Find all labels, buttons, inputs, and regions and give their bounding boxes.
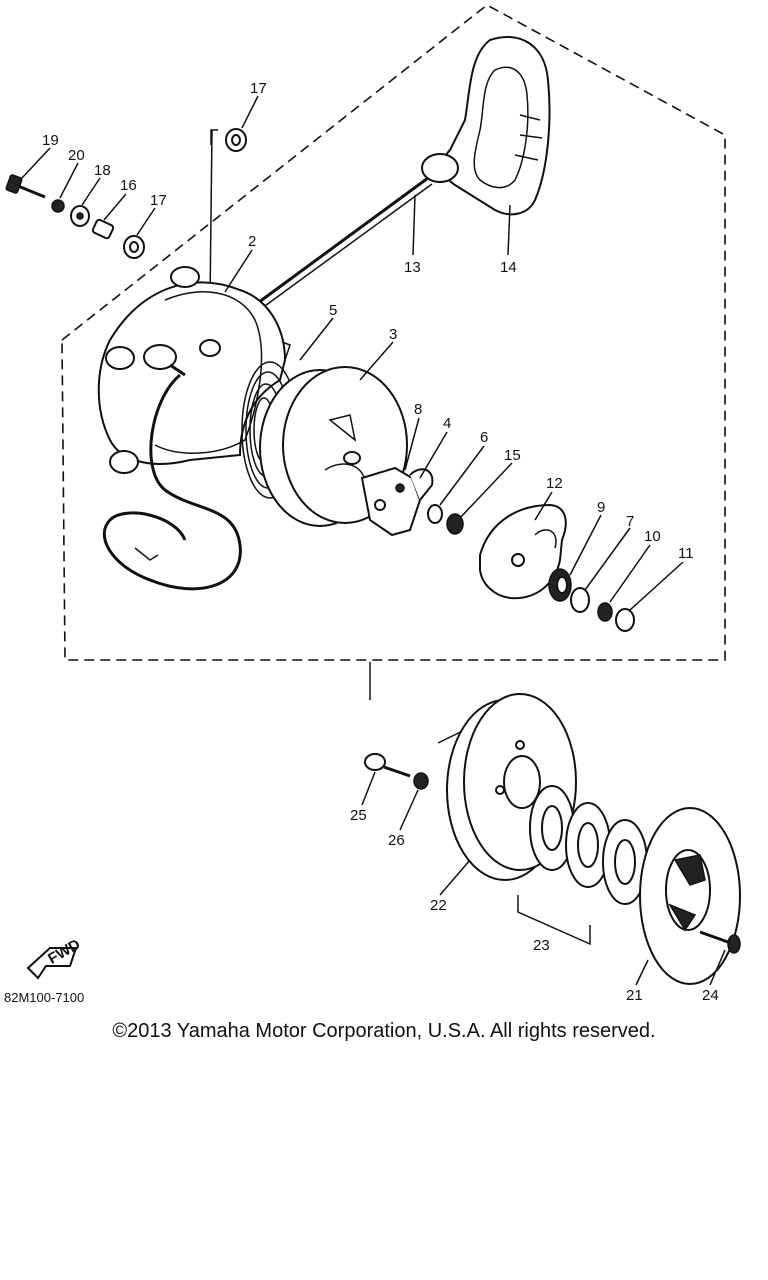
washer-20: [51, 199, 65, 213]
fwd-arrow-icon: FWD: [26, 936, 83, 980]
callout-12: 12: [546, 475, 563, 492]
callout-17b: 17: [150, 192, 167, 209]
callout-24: 24: [702, 987, 719, 1000]
callout-3: 3: [389, 326, 397, 343]
bracket-line-vertical: [209, 129, 213, 301]
bolt-19: [5, 174, 46, 199]
callout-15: 15: [504, 447, 521, 464]
callout-5: 5: [329, 302, 337, 319]
rope-13: [254, 176, 429, 307]
callout-16: 16: [120, 177, 137, 194]
callout-14: 14: [500, 259, 517, 276]
callout-19: 19: [42, 132, 59, 149]
nut-11: [615, 608, 635, 632]
copyright-notice: ©2013 Yamaha Motor Corporation, U.S.A. A…: [112, 1020, 656, 1042]
washer-7: [570, 587, 590, 613]
callout-11: 11: [678, 545, 694, 562]
nut-15: [446, 513, 464, 535]
callout-22: 22: [430, 897, 447, 914]
bracket-line: [210, 129, 218, 145]
callout-numbers: 1 2 3 4 5 6 7 8 9 10 11 12 13 14 15 16 1…: [42, 80, 719, 1000]
callout-6: 6: [480, 429, 488, 446]
callout-18: 18: [94, 162, 111, 179]
drawing-code: 82M100-7100: [4, 990, 85, 1005]
assembly-boundary: [61, 4, 726, 661]
bolt-24: [699, 930, 741, 954]
collar-16: [91, 218, 115, 240]
cable: [102, 373, 242, 591]
callout-25: 25: [350, 807, 367, 824]
guide-plate-12: [479, 503, 567, 600]
callout-26: 26: [388, 832, 405, 849]
plate-21: [639, 807, 741, 985]
callout-21: 21: [626, 987, 643, 1000]
callout-8: 8: [414, 401, 422, 418]
ratchet-4-8: [360, 466, 434, 537]
callout-17a: 17: [250, 80, 267, 97]
callout-13: 13: [404, 259, 421, 276]
case-2: [97, 266, 287, 474]
bolt-25: [364, 753, 411, 778]
callout-2: 2: [248, 233, 256, 250]
callout-20: 20: [68, 147, 85, 164]
handle-14: [421, 35, 551, 216]
callout-leaders: [21, 95, 726, 986]
washer-6: [427, 504, 443, 524]
plates-23: [517, 785, 648, 946]
parts-exploded-diagram: FWD 1 2 3 4 5 6 7 8: [5, 4, 741, 1000]
callout-9: 9: [597, 499, 605, 516]
callout-23: 23: [533, 937, 550, 954]
washer-26: [413, 772, 429, 790]
callout-10: 10: [644, 528, 661, 545]
callout-4: 4: [443, 415, 451, 432]
washer-10: [597, 602, 613, 622]
callout-7: 7: [626, 513, 634, 530]
